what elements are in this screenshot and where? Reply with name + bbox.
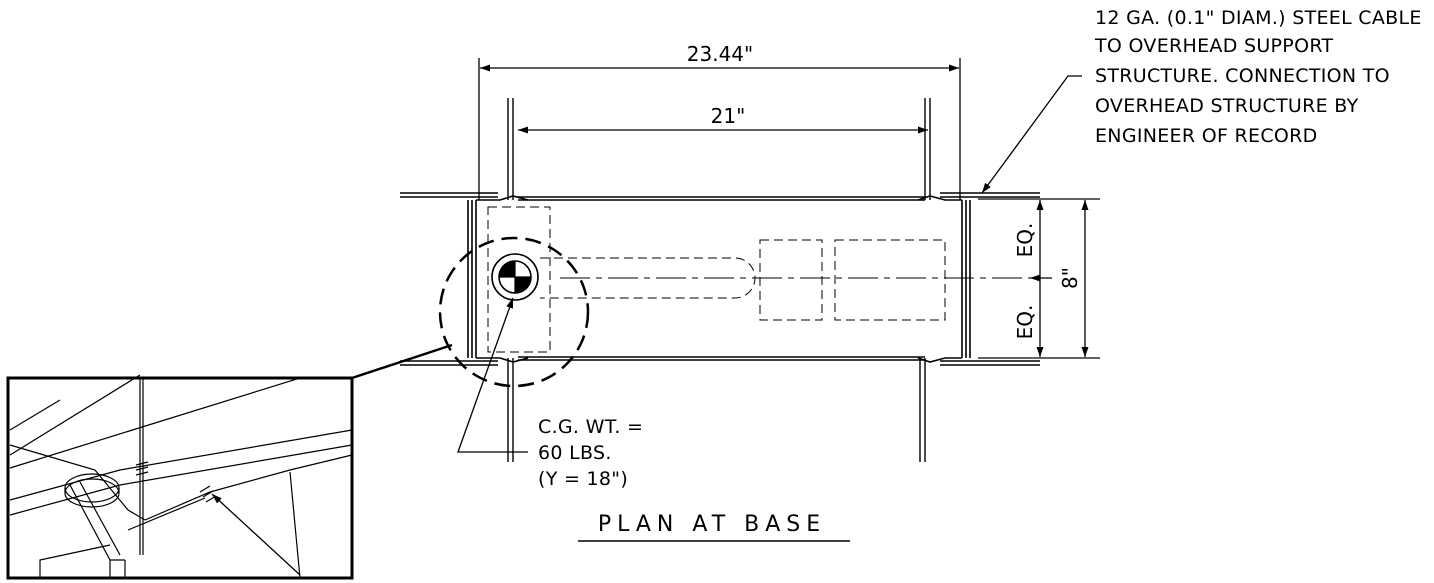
cable-note-line-1: 12 GA. (0.1" DIAM.) STEEL CABLE xyxy=(1095,7,1422,29)
eq-top-label: EQ. xyxy=(1013,223,1037,258)
cg-note-line-1: C.G. WT. = xyxy=(538,416,643,438)
overall-width-dimension xyxy=(478,58,961,200)
depth-dimensions xyxy=(978,198,1100,359)
cable-note-line-5: ENGINEER OF RECORD xyxy=(1095,125,1318,147)
cable-uprights xyxy=(507,98,931,462)
cable-note-line-3: STRUCTURE. CONNECTION TO xyxy=(1095,65,1390,87)
cg-note-line-2: 60 LBS. xyxy=(538,442,612,464)
cg-leader xyxy=(457,297,528,453)
hidden-components xyxy=(487,206,946,353)
overall-width-label: 23.44" xyxy=(687,42,753,66)
cable-note-leader xyxy=(981,75,1082,194)
top-rail xyxy=(400,192,1040,201)
eq-bottom-label: EQ. xyxy=(1013,305,1037,340)
drawing-title: PLAN AT BASE xyxy=(598,512,826,537)
detail-callout-leader xyxy=(351,343,453,380)
depth-label: 8" xyxy=(1058,267,1082,289)
cable-note-line-2: TO OVERHEAD SUPPORT xyxy=(1094,35,1333,57)
detail-callout-circle xyxy=(438,236,590,388)
inner-width-label: 21" xyxy=(711,104,746,128)
center-of-gravity-symbol xyxy=(491,253,539,301)
detail-inset xyxy=(6,374,354,580)
base-frame xyxy=(467,195,971,363)
bottom-rail xyxy=(400,356,1040,366)
cable-note-line-4: OVERHEAD STRUCTURE BY xyxy=(1095,95,1359,117)
cg-note-line-3: (Y = 18") xyxy=(538,468,628,490)
